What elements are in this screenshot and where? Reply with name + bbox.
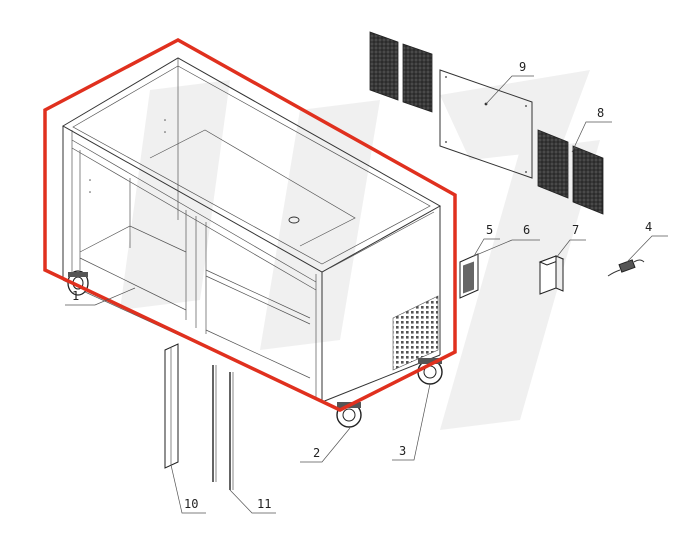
cabinet-body <box>62 57 442 403</box>
callout-9: 9 <box>519 60 526 74</box>
callout-7: 7 <box>572 223 579 237</box>
power-cable-part-4 <box>607 259 645 277</box>
side-panel-part-10 <box>164 343 179 469</box>
callout-3: 3 <box>399 444 406 458</box>
leader-lines <box>65 75 668 514</box>
callout-1: 1 <box>72 289 79 303</box>
rails-part-11 <box>212 365 234 490</box>
callout-11: 11 <box>257 497 271 511</box>
watermark <box>120 70 600 430</box>
vent-grille <box>392 295 439 371</box>
callouts: 1 2 3 4 5 6 7 8 9 10 11 <box>72 60 652 511</box>
grille-panel-top <box>369 31 433 113</box>
callout-5: 5 <box>486 223 493 237</box>
callout-8: 8 <box>597 106 604 120</box>
callout-2: 2 <box>313 446 320 460</box>
highlight-outline <box>43 38 457 412</box>
callout-4: 4 <box>645 220 652 234</box>
grille-panel-part-8 <box>537 129 604 215</box>
controller-part-5 <box>459 253 479 299</box>
junction-box-part-7 <box>538 255 565 295</box>
callout-6: 6 <box>523 223 530 237</box>
callout-10: 10 <box>184 497 198 511</box>
